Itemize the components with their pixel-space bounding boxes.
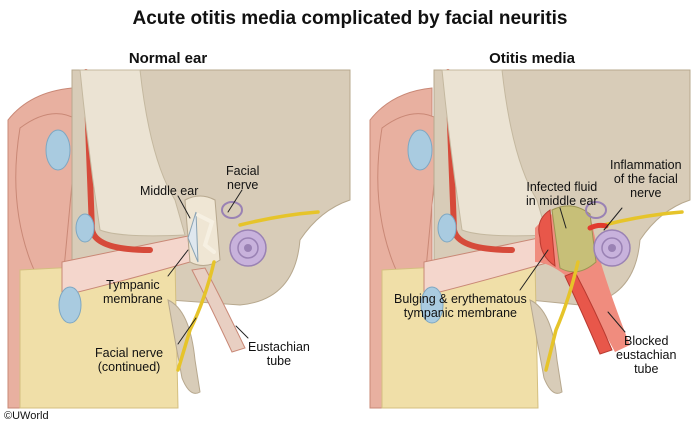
cartilage-island bbox=[58, 286, 82, 324]
copyright-notice: ©UWorld bbox=[4, 410, 49, 422]
label-facial-nerve: Facial nerve bbox=[226, 164, 260, 192]
cartilage-island bbox=[420, 286, 444, 324]
leader-line bbox=[603, 207, 623, 231]
otitis-media-heading: Otitis media bbox=[489, 50, 575, 67]
label-facial-nerve-continued: Facial nerve (continued) bbox=[95, 346, 164, 374]
semicircular-canal bbox=[221, 201, 243, 219]
leader-line bbox=[519, 249, 549, 291]
cochlea-inner bbox=[237, 237, 259, 259]
mastoid bbox=[529, 299, 563, 394]
skull-dome bbox=[79, 69, 186, 237]
facial-nerve bbox=[602, 210, 684, 227]
leader-line bbox=[227, 189, 243, 213]
cochlea-core bbox=[244, 244, 252, 252]
label-infected-fluid: Infected fluid in middle ear bbox=[526, 180, 598, 208]
label-middle-ear: Middle ear bbox=[140, 184, 199, 198]
semicircular-canal bbox=[585, 201, 607, 219]
infected-fluid bbox=[551, 205, 597, 273]
leader-line bbox=[607, 311, 626, 333]
bulging-tympanic-membrane bbox=[538, 209, 556, 267]
skull-dome bbox=[441, 69, 548, 237]
facial-nerve-continued bbox=[544, 260, 580, 372]
leader-line bbox=[559, 207, 567, 229]
diagram-title: Acute otitis media complicated by facial… bbox=[132, 8, 568, 29]
facial-nerve bbox=[238, 210, 320, 227]
label-inflammation-facial-nerve: Inflammation of the facial nerve bbox=[610, 158, 682, 200]
cochlea-inner bbox=[601, 237, 623, 259]
leader-line bbox=[177, 317, 197, 345]
cartilage-island bbox=[75, 213, 95, 243]
ossicles bbox=[196, 213, 216, 254]
label-eustachian-tube: Eustachian tube bbox=[248, 340, 310, 368]
leader-line bbox=[177, 195, 191, 219]
tympanic-membrane bbox=[187, 211, 199, 263]
cartilage-island bbox=[407, 129, 433, 171]
cochlea-core bbox=[608, 244, 616, 252]
cartilage-island bbox=[45, 129, 71, 171]
otitis-media-illustration bbox=[369, 69, 691, 409]
leader-line bbox=[235, 325, 249, 339]
cartilage-island bbox=[437, 213, 457, 243]
normal-ear-illustration bbox=[7, 69, 351, 409]
facial-nerve-continued bbox=[176, 260, 216, 372]
blocked-eustachian-tube bbox=[564, 271, 613, 355]
leader-line bbox=[167, 249, 189, 277]
label-tympanic-membrane: Tympanic membrane bbox=[103, 278, 163, 306]
label-blocked-eustachian-tube: Blocked eustachian tube bbox=[616, 334, 677, 376]
label-bulging-tympanic-membrane: Bulging & erythematous tympanic membrane bbox=[394, 292, 527, 320]
normal-ear-heading: Normal ear bbox=[128, 50, 208, 67]
facial-nerve-inflamed bbox=[587, 222, 609, 231]
